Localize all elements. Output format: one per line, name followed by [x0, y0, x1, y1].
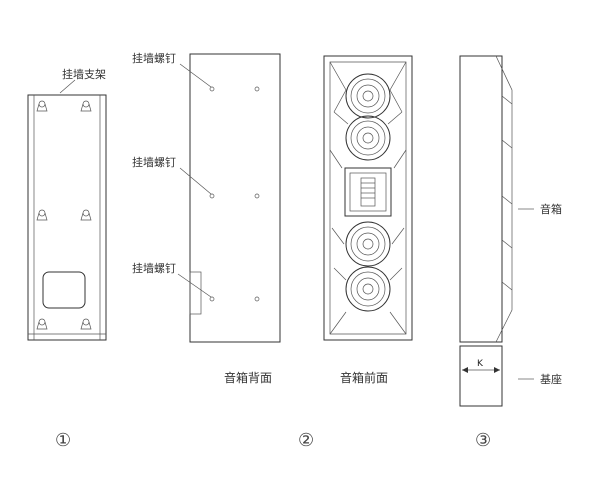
keyhole-slot — [36, 318, 48, 330]
speaker-back-drawing — [177, 53, 281, 343]
woofer — [345, 266, 391, 312]
cable-cutout — [42, 271, 86, 309]
step-number-2: ② — [298, 430, 314, 451]
wall-screw-label: 挂墙螺钉 — [132, 261, 176, 275]
terminal-plate — [189, 271, 202, 315]
woofer — [345, 73, 391, 119]
keyhole-slot — [36, 209, 48, 221]
horn-tweeter — [344, 167, 392, 217]
dimension-k-label: K — [477, 359, 484, 369]
step-number-3: ③ — [475, 430, 491, 451]
base-drawing — [459, 345, 534, 407]
keyhole-slot — [80, 209, 92, 221]
woofer — [345, 221, 391, 267]
wall-bracket-label: 挂墙支架 — [62, 67, 106, 81]
speaker-back-caption: 音箱背面 — [224, 370, 272, 385]
keyhole-slot — [80, 100, 92, 112]
speaker-front-caption: 音箱前面 — [340, 370, 388, 385]
wall-screw-label: 挂墙螺钉 — [132, 155, 176, 169]
wall-bracket-drawing — [27, 79, 107, 341]
wall-screw-label: 挂墙螺钉 — [132, 51, 176, 65]
keyhole-slot — [80, 318, 92, 330]
speaker-side-drawing — [459, 55, 534, 343]
speaker-front-drawing — [323, 55, 413, 341]
speaker-label: 音箱 — [540, 202, 562, 216]
woofer — [345, 115, 391, 161]
step-number-1: ① — [55, 430, 71, 451]
base-label: 基座 — [540, 372, 562, 386]
keyhole-slot — [36, 100, 48, 112]
